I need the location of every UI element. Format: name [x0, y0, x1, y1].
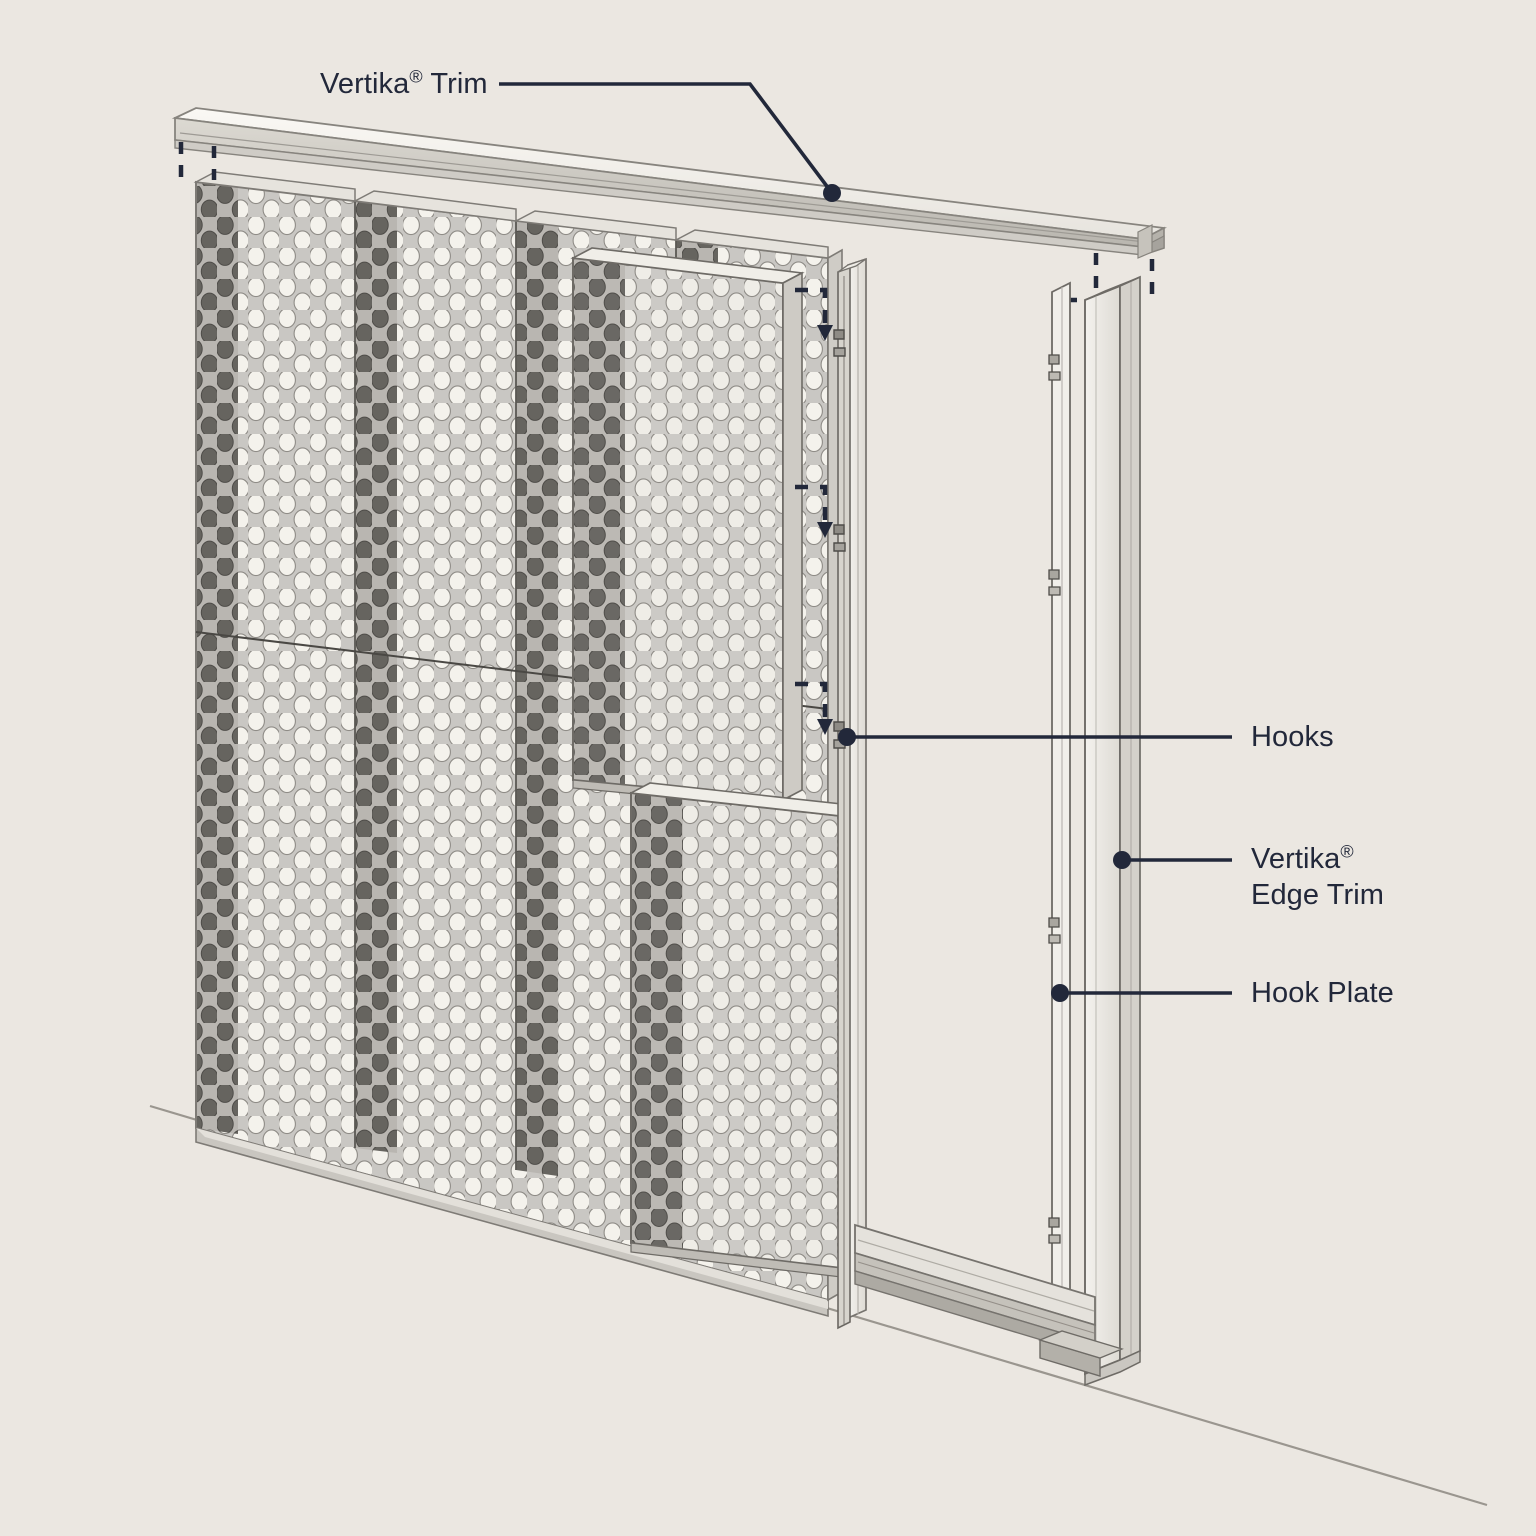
registered-mark-icon: ® [409, 66, 423, 87]
label-hook-plate: Hook Plate [1251, 975, 1394, 1011]
leader-vertika-trim [499, 82, 834, 195]
label-vertika-edge-trim-line2: Edge Trim [1251, 879, 1385, 911]
leader-dot-vertika-edge-trim [1113, 851, 1131, 869]
leader-dot-vertika-trim [823, 184, 841, 202]
vertika-trim-rail [171, 107, 1167, 259]
label-hooks: Hooks [1251, 719, 1334, 755]
label-hooks-text: Hooks [1251, 721, 1334, 753]
leader-dot-hooks [838, 728, 856, 746]
label-vertika-trim-suffix: Trim [422, 68, 488, 100]
leader-dots [823, 184, 1131, 1002]
assembly-arrows [795, 287, 828, 724]
registered-mark-icon: ® [1340, 841, 1354, 862]
bottom-rail [854, 1223, 1124, 1377]
hook-tab [833, 524, 846, 552]
label-vertika-edge-trim: Vertika® Edge Trim [1251, 841, 1384, 913]
label-hook-plate-text: Hook Plate [1251, 977, 1394, 1009]
detached-panel-upper [570, 247, 805, 809]
label-vertika-trim-text: Vertika [320, 68, 410, 100]
hook-plate [1048, 281, 1071, 1354]
label-vertika-trim: Vertika® Trim [320, 66, 488, 102]
leader-lines [499, 82, 1232, 995]
hook-rail [833, 257, 867, 1330]
label-vertika-edge-trim-line1: Vertika [1251, 843, 1341, 875]
detached-panel-lower [628, 782, 863, 1278]
leader-dot-hook-plate [1051, 984, 1069, 1002]
assembly-arrowheads [817, 325, 833, 735]
hook-tab [833, 329, 846, 357]
alignment-dashes-left [178, 142, 217, 180]
vertika-edge-trim [1084, 275, 1141, 1387]
